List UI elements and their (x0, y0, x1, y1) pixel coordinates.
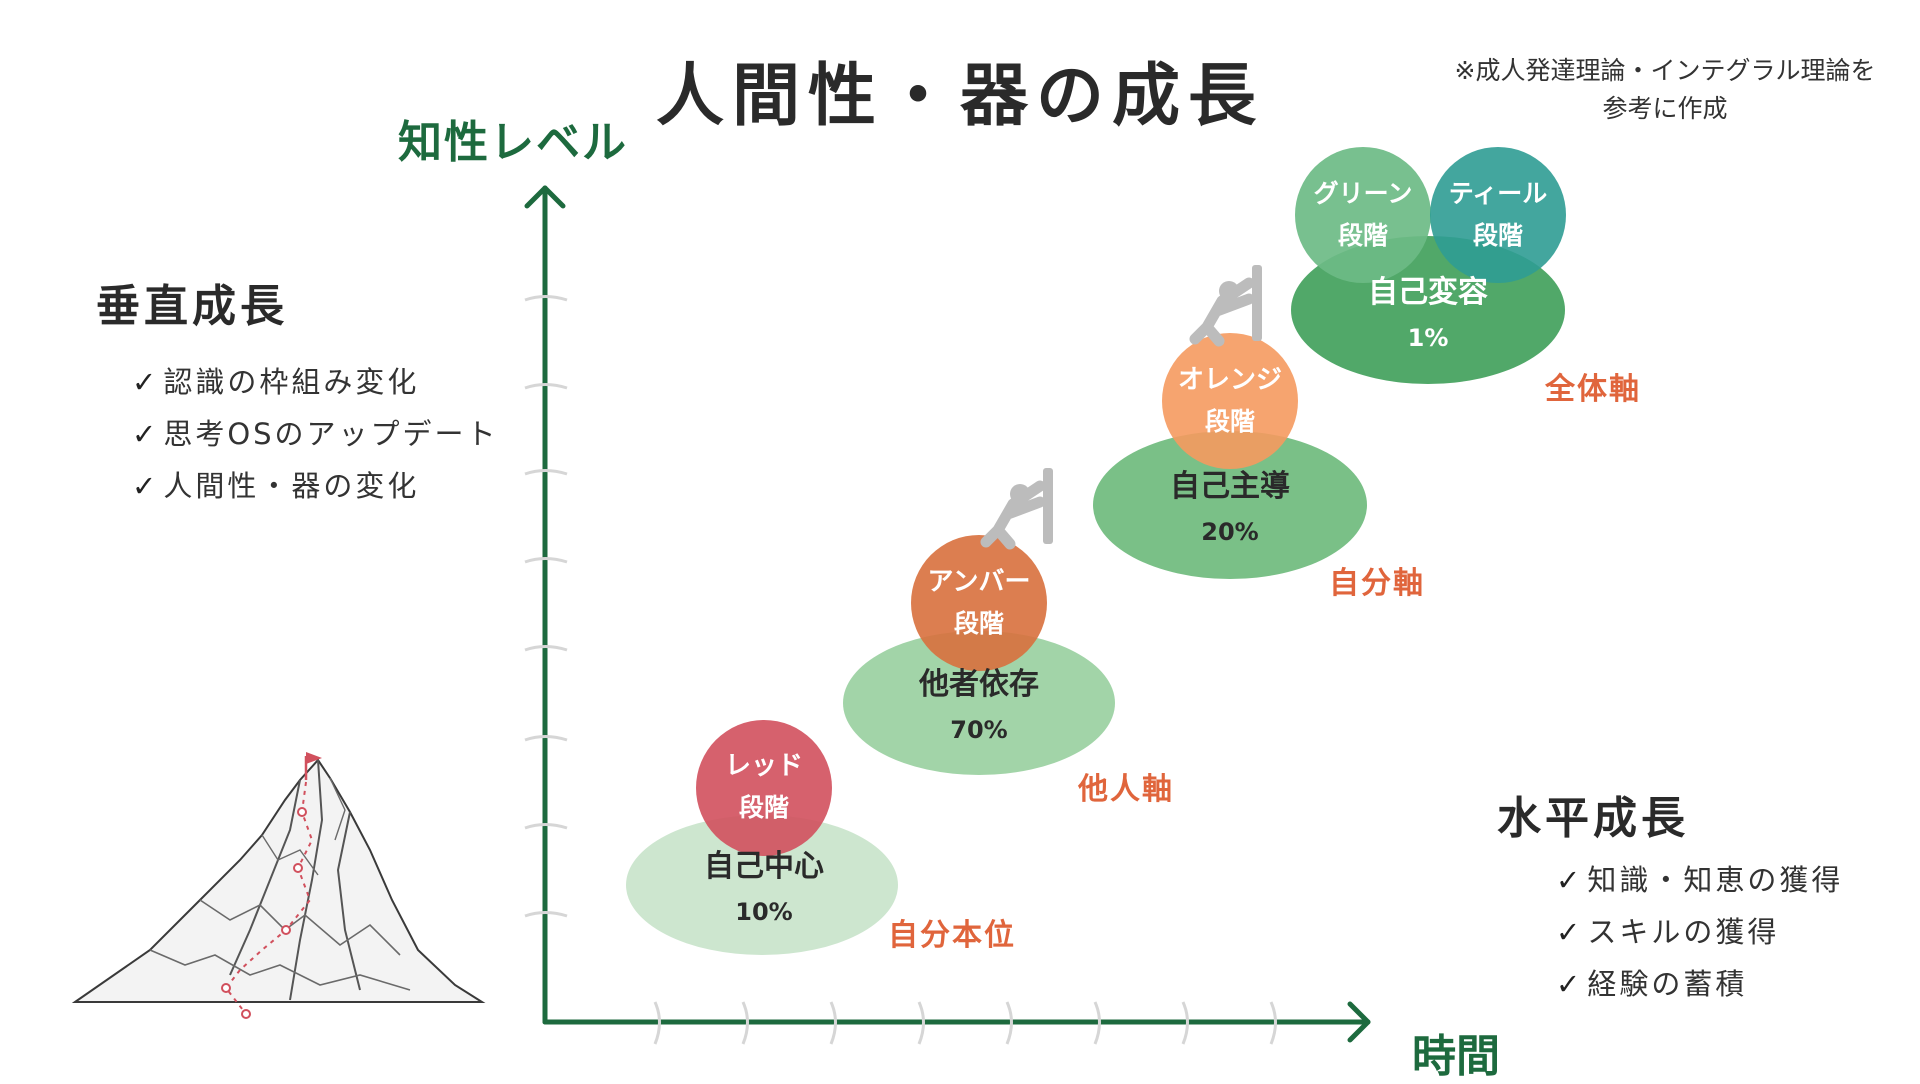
page-title: 人間性・器の成長 (655, 57, 1264, 136)
stage-green-teal: グリーン 段階 ティール 段階 自己変容 1% (1291, 147, 1566, 384)
source-note: ※成人発達理論・インテグラル理論を 参考に作成 (1405, 52, 1920, 128)
stage-percent: 20% (1201, 518, 1258, 546)
stage-title: 自己主導 (1170, 469, 1290, 504)
climbing-route (224, 781, 314, 1015)
vertical-growth-list: ✓認識の枠組み変化 ✓思考OSのアップデート ✓人間性・器の変化 (132, 356, 499, 512)
check-icon: ✓ (132, 469, 160, 503)
stage-circle (696, 720, 832, 856)
stage-ellipse (626, 815, 898, 955)
stage-suffix: 段階 (1473, 221, 1523, 250)
stage-suffix: 段階 (1205, 407, 1255, 436)
list-item-text: 経験の蓄積 (1587, 967, 1748, 1001)
axis-label-whole-axis: 全体軸 (1545, 372, 1641, 407)
x-tick (1093, 1001, 1101, 1045)
check-icon: ✓ (1556, 915, 1584, 949)
climbing-person-icon (980, 468, 1053, 550)
check-icon: ✓ (132, 417, 160, 451)
stage-title: 自己変容 (1368, 275, 1488, 310)
check-icon: ✓ (132, 365, 160, 399)
mountain-illustration (71, 752, 486, 1019)
stage-ellipse (1093, 431, 1367, 579)
y-tick (524, 295, 568, 302)
stage-ellipse (843, 631, 1115, 775)
check-icon: ✓ (1556, 863, 1584, 897)
axis-label-other-axis: 他人軸 (1078, 772, 1174, 807)
stage-color-name: オレンジ (1178, 365, 1282, 395)
x-tick (917, 1001, 925, 1045)
list-item: ✓認識の枠組み変化 (132, 356, 499, 408)
stage-suffix: 段階 (739, 793, 789, 822)
stage-circle (911, 535, 1047, 671)
stage-circle (1162, 333, 1298, 469)
stage-circle-teal (1430, 147, 1566, 283)
axis-label-self-axis: 自分軸 (1329, 566, 1425, 601)
x-tick (741, 1001, 749, 1045)
list-item-text: 知識・知恵の獲得 (1587, 863, 1844, 897)
y-tick (524, 823, 568, 830)
x-tick (1005, 1001, 1013, 1045)
list-item-text: 人間性・器の変化 (163, 469, 420, 503)
y-tick (524, 469, 568, 476)
x-tick (829, 1001, 837, 1045)
stage-suffix: 段階 (1338, 221, 1388, 250)
horizontal-growth-heading: 水平成長 (1497, 793, 1689, 844)
y-tick (524, 645, 568, 652)
stage-color-name: アンバー (928, 567, 1031, 597)
list-item: ✓思考OSのアップデート (132, 408, 499, 460)
x-tick (1181, 1001, 1189, 1045)
y-axis-label: 知性レベル (398, 117, 628, 168)
y-axis-arrow-icon (524, 185, 566, 209)
list-item-text: 認識の枠組み変化 (163, 365, 420, 399)
stage-color-name: レッド (725, 751, 803, 781)
x-axis-arrow-icon (1347, 1001, 1371, 1043)
stage-title: 他者依存 (918, 667, 1039, 702)
stage-percent: 70% (950, 716, 1007, 744)
climbing-person-icon (1189, 265, 1262, 347)
stage-percent: 1% (1408, 324, 1449, 352)
vertical-growth-heading: 垂直成長 (96, 281, 288, 332)
x-axis-ticks (653, 1001, 1277, 1045)
stage-suffix: 段階 (954, 609, 1004, 638)
y-tick (524, 911, 568, 918)
axes (524, 185, 1371, 1043)
list-item: ✓スキルの獲得 (1556, 906, 1843, 958)
y-axis-ticks (524, 295, 568, 918)
x-tick (1269, 1001, 1277, 1045)
list-item-text: 思考OSのアップデート (163, 417, 499, 451)
stage-percent: 10% (735, 898, 792, 926)
stage-color-name: ティール (1449, 179, 1548, 208)
stage-title: 自己中心 (704, 849, 824, 884)
list-item: ✓経験の蓄積 (1556, 958, 1843, 1010)
summit-flag-icon (306, 752, 322, 764)
axis-label-self-centered: 自分本位 (888, 918, 1016, 953)
source-note-line-1: ※成人発達理論・インテグラル理論を (1454, 56, 1876, 85)
source-note-line-2: 参考に作成 (1602, 94, 1728, 123)
stage-orange: オレンジ 段階 自己主導 20% (1093, 333, 1367, 579)
horizontal-growth-list: ✓知識・知恵の獲得 ✓スキルの獲得 ✓経験の蓄積 (1556, 854, 1843, 1010)
check-icon: ✓ (1556, 967, 1584, 1001)
x-tick (653, 1001, 661, 1045)
list-item-text: スキルの獲得 (1587, 915, 1780, 949)
y-tick (524, 735, 568, 742)
y-tick (524, 383, 568, 390)
list-item: ✓人間性・器の変化 (132, 460, 499, 512)
list-item: ✓知識・知恵の獲得 (1556, 854, 1843, 906)
y-tick (524, 557, 568, 564)
stage-color-name: グリーン (1314, 179, 1413, 208)
stage-amber: アンバー 段階 他者依存 70% (843, 535, 1115, 775)
x-axis-label: 時間 (1412, 1031, 1500, 1082)
stage-red: レッド 段階 自己中心 10% (626, 720, 898, 955)
stage-circle-green (1295, 147, 1431, 283)
